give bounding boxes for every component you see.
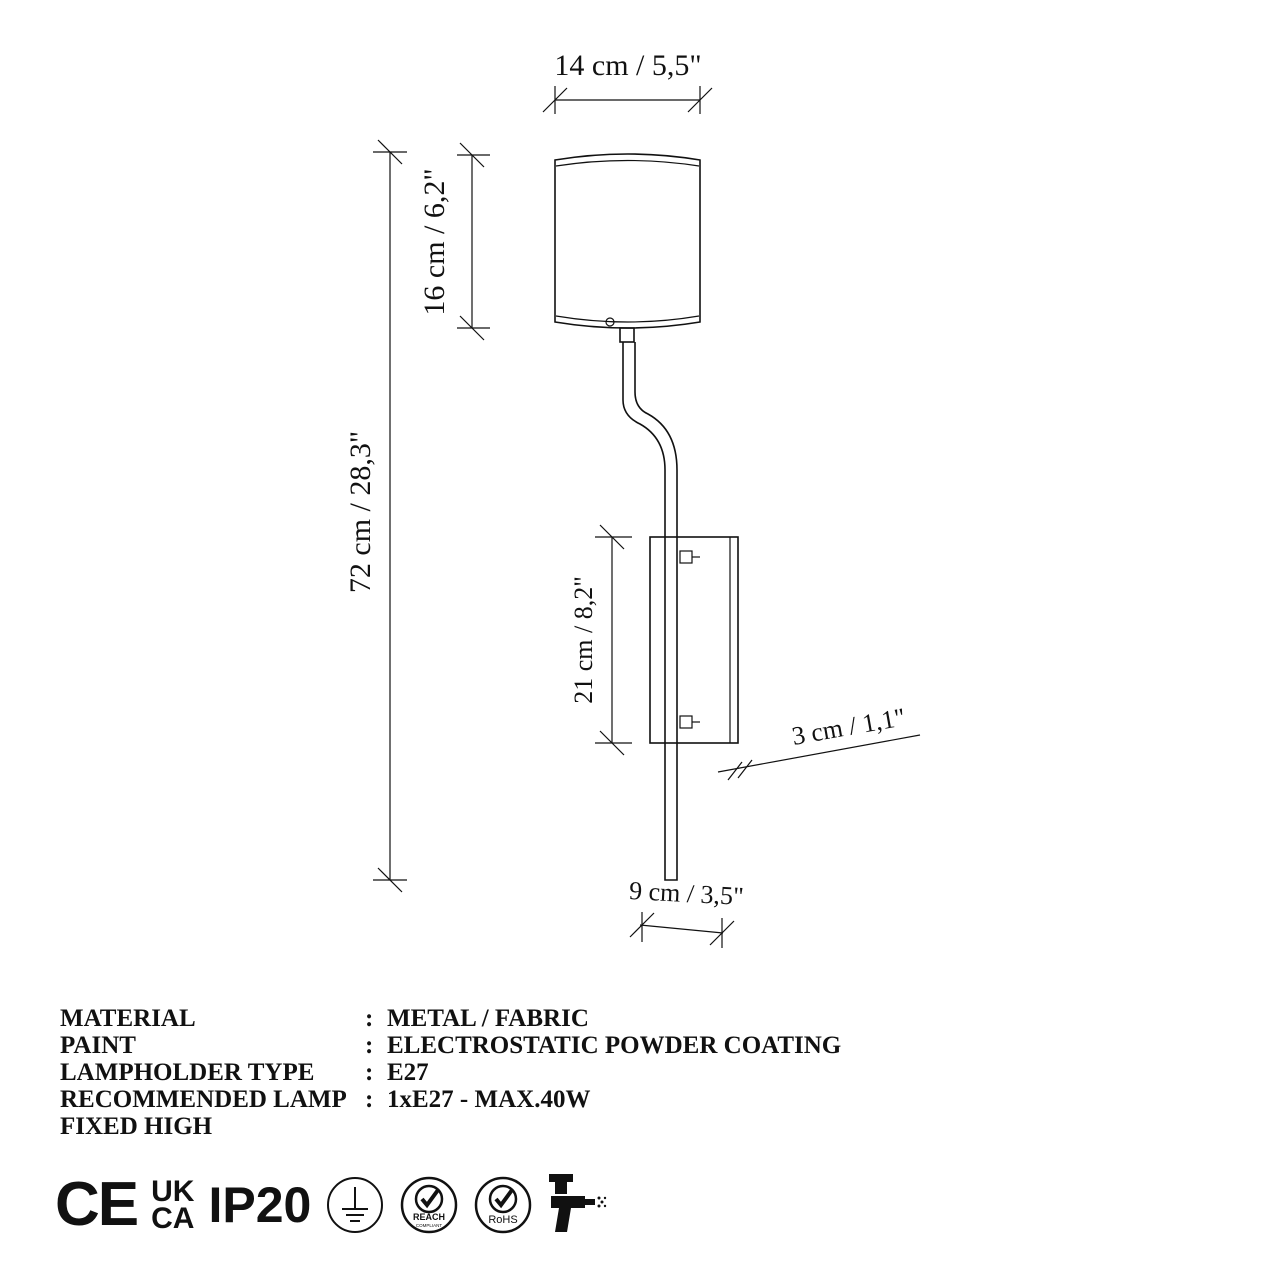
spec-value: E27 <box>387 1059 429 1086</box>
spec-row-fixed-high: FIXED HIGH <box>60 1113 841 1140</box>
plate-depth-dimension: 3 cm / 1,1" <box>717 702 921 781</box>
reach-icon: REACH COMPLIANT <box>401 1176 458 1234</box>
lamp-shade <box>554 153 701 329</box>
total-height-label: 72 cm / 28,3" <box>344 431 377 593</box>
certification-marks: CE UK CA IP20 REACH COMPLIANT RoHS <box>55 1170 609 1240</box>
total-height-dimension: 72 cm / 28,3" <box>344 139 407 893</box>
plate-height-dimension: 21 cm / 8,2" <box>569 524 632 756</box>
spec-label: FIXED HIGH <box>60 1113 213 1140</box>
spec-separator: : <box>365 1086 374 1113</box>
spec-row-material: MATERIAL : METAL / FABRIC <box>60 1005 841 1032</box>
ground-icon <box>327 1177 384 1233</box>
spec-separator: : <box>365 1032 374 1059</box>
spec-label: MATERIAL <box>60 1005 196 1032</box>
spec-value: METAL / FABRIC <box>387 1005 589 1032</box>
ce-mark-icon: CE <box>55 1170 139 1239</box>
spec-value: 1xE27 - MAX.40W <box>387 1086 591 1113</box>
plate-height-label: 21 cm / 8,2" <box>569 576 598 704</box>
ukca-mark-icon: UK CA <box>151 1175 195 1235</box>
spec-table: MATERIAL : METAL / FABRIC PAINT : ELECTR… <box>60 1005 841 1140</box>
spec-separator: : <box>365 1059 374 1086</box>
shade-width-label: 14 cm / 5,5" <box>554 49 701 82</box>
spec-label: RECOMMENDED LAMP <box>60 1086 347 1113</box>
wall-plate <box>649 536 739 744</box>
ip-rating: IP20 <box>208 1177 312 1233</box>
spec-separator: : <box>365 1005 374 1032</box>
spec-value: ELECTROSTATIC POWDER COATING <box>387 1032 842 1059</box>
rohs-icon: RoHS <box>475 1176 532 1234</box>
ukca-top-text: UK <box>151 1175 195 1208</box>
reach-label: REACH <box>413 1212 445 1222</box>
lamp-stem <box>619 327 678 881</box>
spec-label: PAINT <box>60 1032 136 1059</box>
shade-width-dimension: 14 cm / 5,5" <box>542 49 713 114</box>
spec-row-lampholder: LAMPHOLDER TYPE : E27 <box>60 1059 841 1086</box>
depth-label: 9 cm / 3,5" <box>628 876 744 911</box>
spec-label: LAMPHOLDER TYPE <box>60 1059 315 1086</box>
shade-height-dimension: 16 cm / 6,2" <box>418 142 490 341</box>
spec-separator <box>365 1113 387 1140</box>
plate-depth-label: 3 cm / 1,1" <box>790 702 908 750</box>
spec-row-recommended-lamp: RECOMMENDED LAMP : 1xE27 - MAX.40W <box>60 1086 841 1113</box>
spec-row-paint: PAINT : ELECTROSTATIC POWDER COATING <box>60 1032 841 1059</box>
ukca-bottom-text: CA <box>151 1202 195 1235</box>
rohs-label: RoHS <box>489 1214 518 1226</box>
depth-dimension: 9 cm / 3,5" <box>628 876 744 948</box>
spray-gun-icon <box>549 1174 607 1232</box>
lamp-technical-drawing: 14 cm / 5,5" 72 cm / 28,3" 16 cm <box>344 49 921 948</box>
shade-height-label: 16 cm / 6,2" <box>418 168 451 315</box>
reach-sub-label: COMPLIANT <box>416 1223 443 1228</box>
